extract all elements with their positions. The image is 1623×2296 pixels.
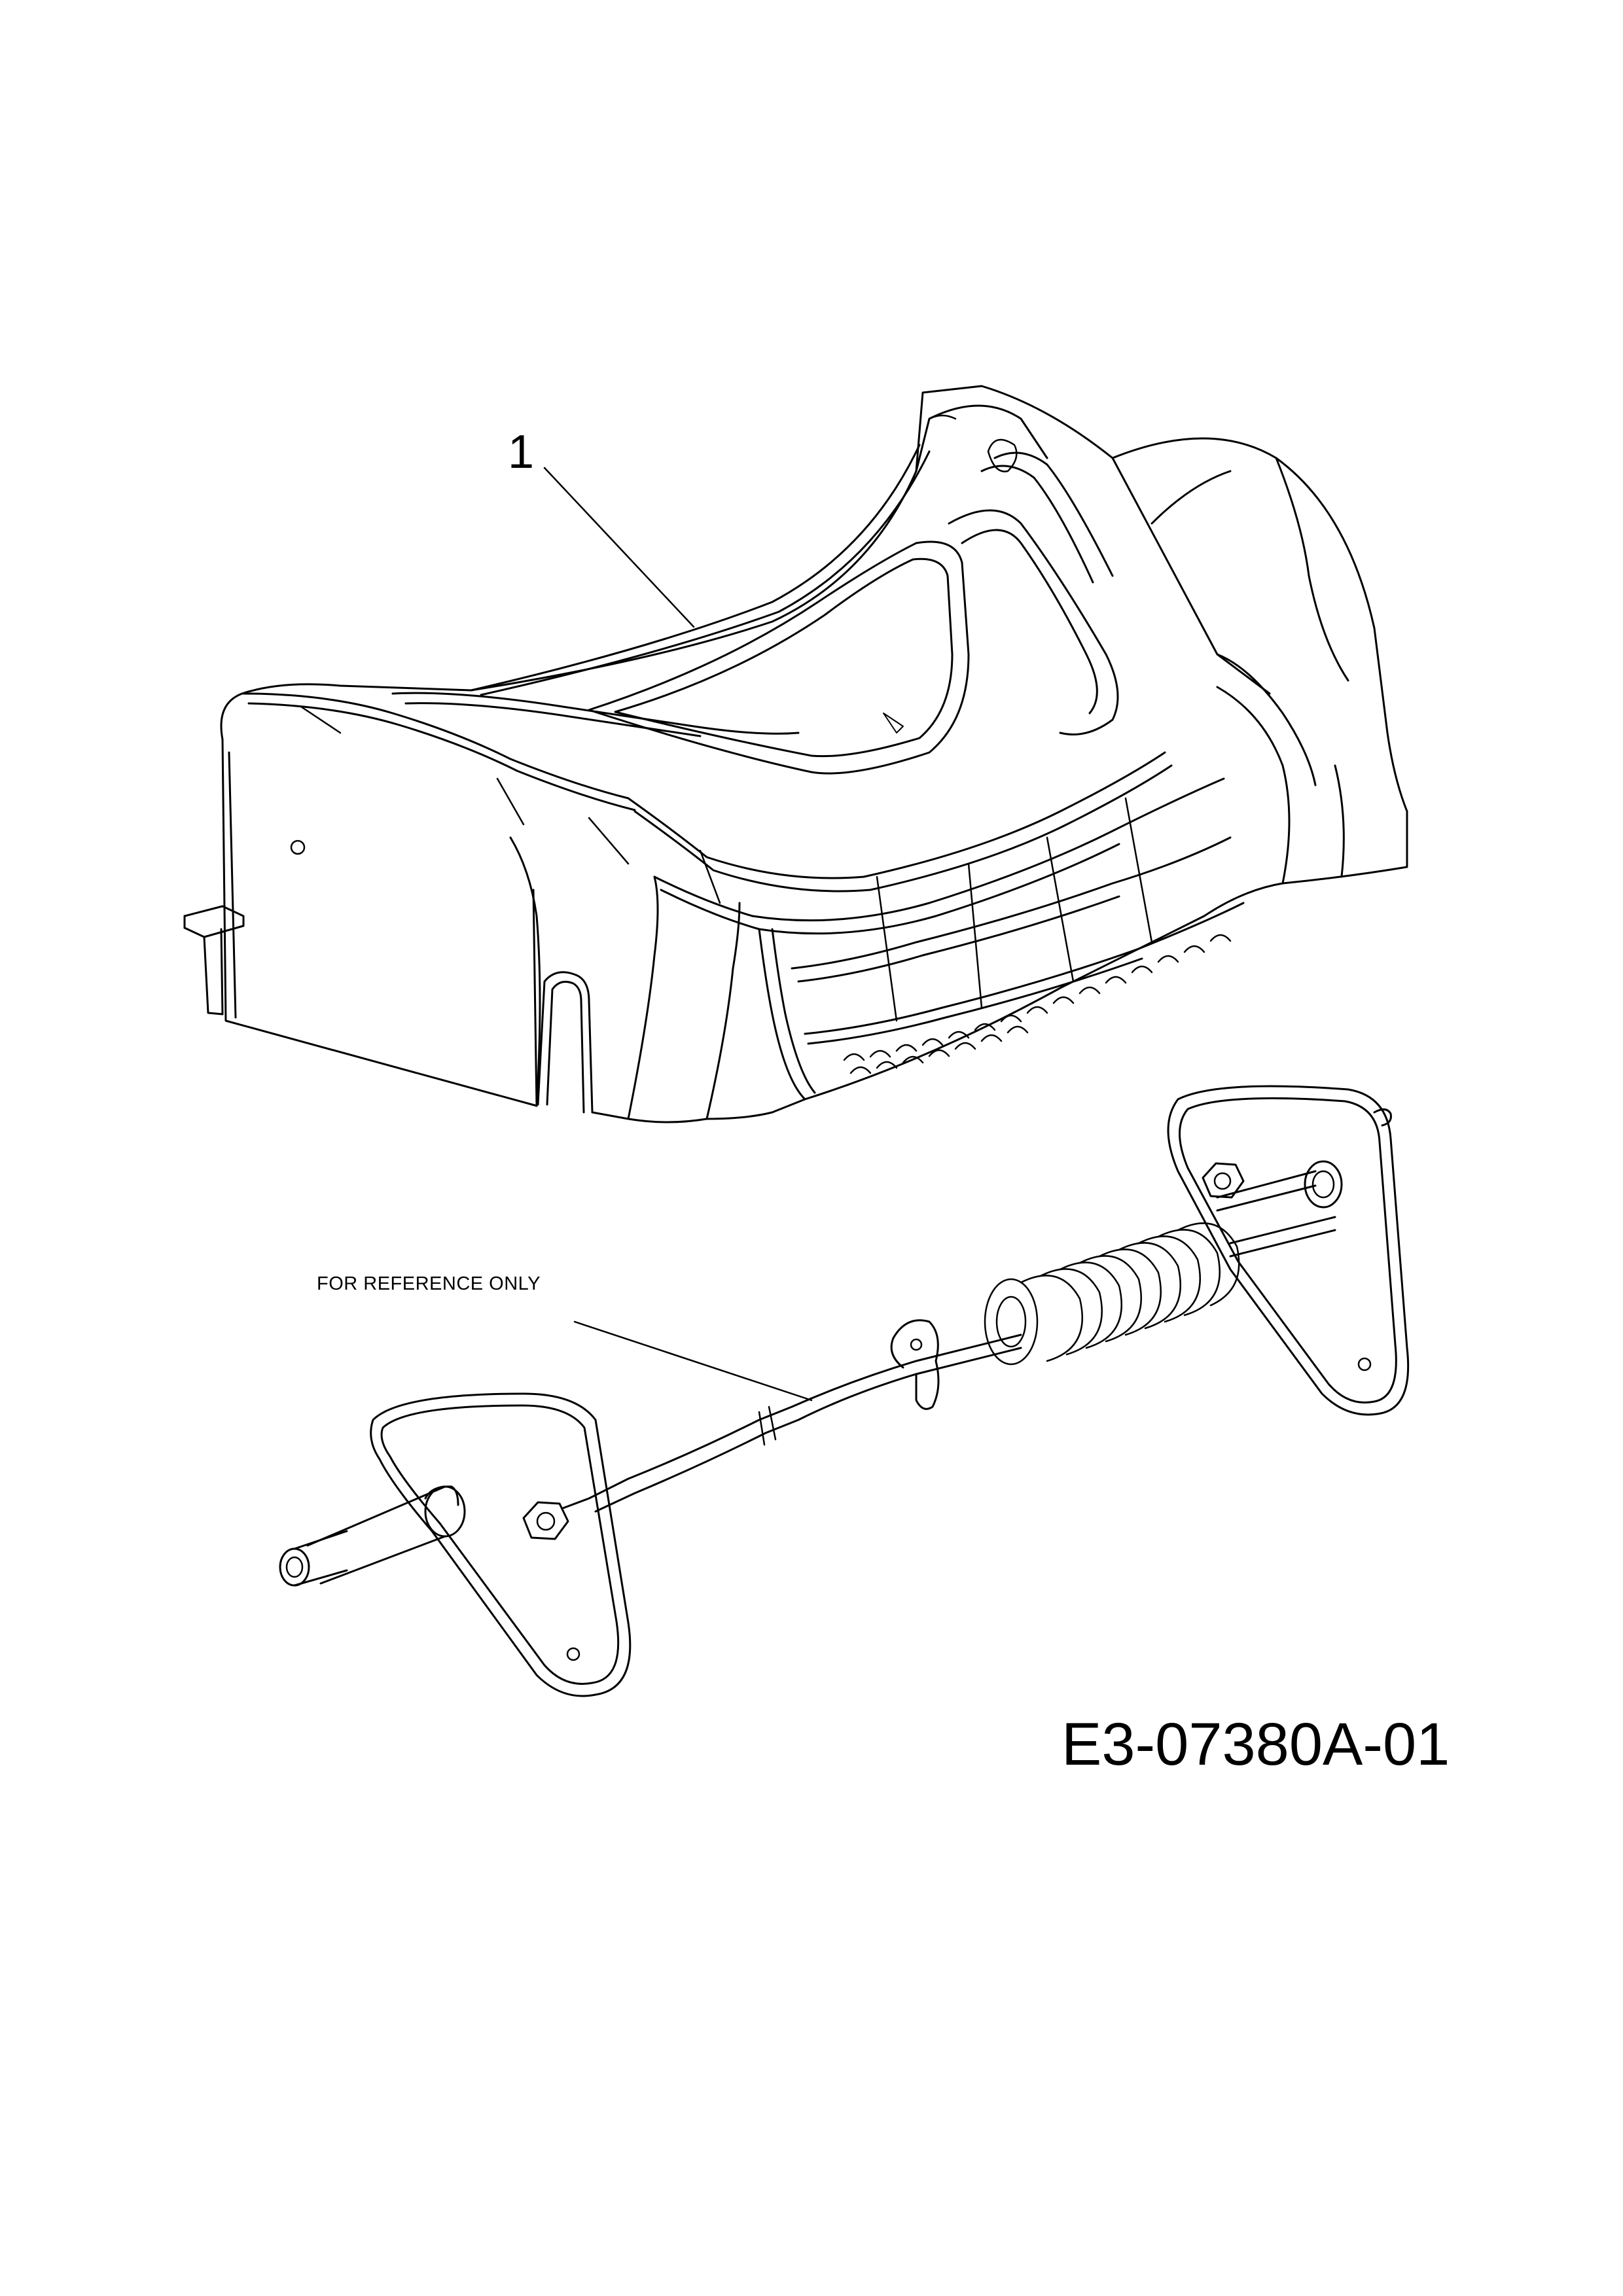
callout-part-1: 1 [508, 426, 535, 478]
housing-cover [183, 385, 1408, 1123]
drawing-code: E3-07380A-01 [1061, 1711, 1450, 1778]
reference-note: FOR REFERENCE ONLY [317, 1273, 541, 1294]
spring-coils [984, 1222, 1240, 1366]
reference-note-leader [573, 1320, 813, 1402]
callout-1-leader [543, 467, 695, 628]
axle-spring-assembly [279, 1085, 1410, 1697]
rib-scallops [843, 934, 1232, 1074]
